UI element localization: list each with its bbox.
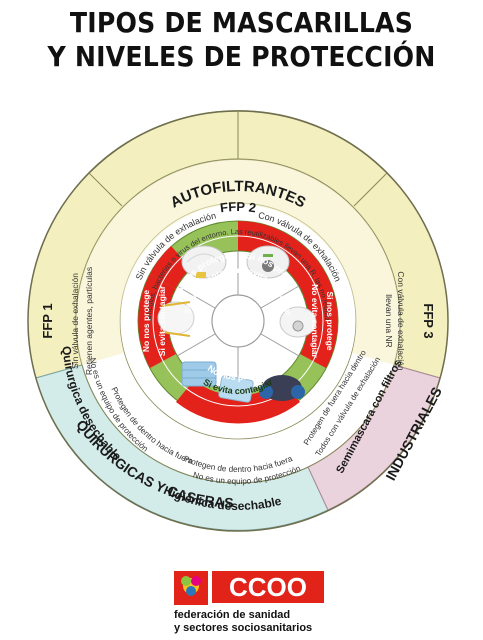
outer-ring [27,110,449,532]
org-name-line-2: y sectores sociosanitarios [174,622,313,634]
title-line-2: Y NIVELES DE PROTECCIÓN [47,40,436,73]
ffp3-valve-mask-icon [279,306,317,338]
no-evita-right: No evita contagiar [310,284,320,358]
ccoo-flower-icon [174,571,208,605]
hig-protegen-text: Protegen de dentro hacia fuera [182,454,294,474]
page-title: TIPOS DE MASCARILLAS Y NIVELES DE PROTEC… [0,6,483,74]
ffp3-label: FFP 3 [421,303,436,338]
org-name-line-1: federación de sanidad [174,609,291,621]
si-evita-left: Si evita contagiar [157,285,167,356]
mask-protection-wheel: AUTOFILTRANTES FFP 2 Sin válvula de exha… [0,96,449,532]
title-line-1: TIPOS DE MASCARILLAS [69,6,414,39]
ffp2-mask-icon [181,245,227,279]
si-nos-protege-right: Si nos protege [325,291,335,350]
ffp1-sin-valvula: Sin válvula de exhalación [70,273,80,369]
hygienic-mask-icon [218,375,254,403]
ffp3-nr: llevan una NR [384,294,394,347]
ffp3-con-valvula: Con válvula de exhalación [396,271,406,371]
photo-ring [157,245,317,403]
ffp1-label: FFP 1 [40,303,55,338]
ccoo-wordmark: CCOO [212,571,324,603]
svg-text:CCOO: CCOO [229,572,307,602]
ffp1-mask-icon [157,301,195,337]
ffp2-valve-mask-icon [246,245,290,279]
no-nos-protege-left: No nos protege [141,290,151,353]
ccoo-logo: CCOO federación de sanidad y sectores so… [174,571,324,637]
surgical-mask-icon [181,361,217,387]
half-face-respirator-icon [259,375,305,401]
ffp1-retienen: Retienen agentes, partículas [84,267,94,375]
red-segment-left [150,246,191,289]
ffp2-label: FFP 2 [219,199,257,215]
